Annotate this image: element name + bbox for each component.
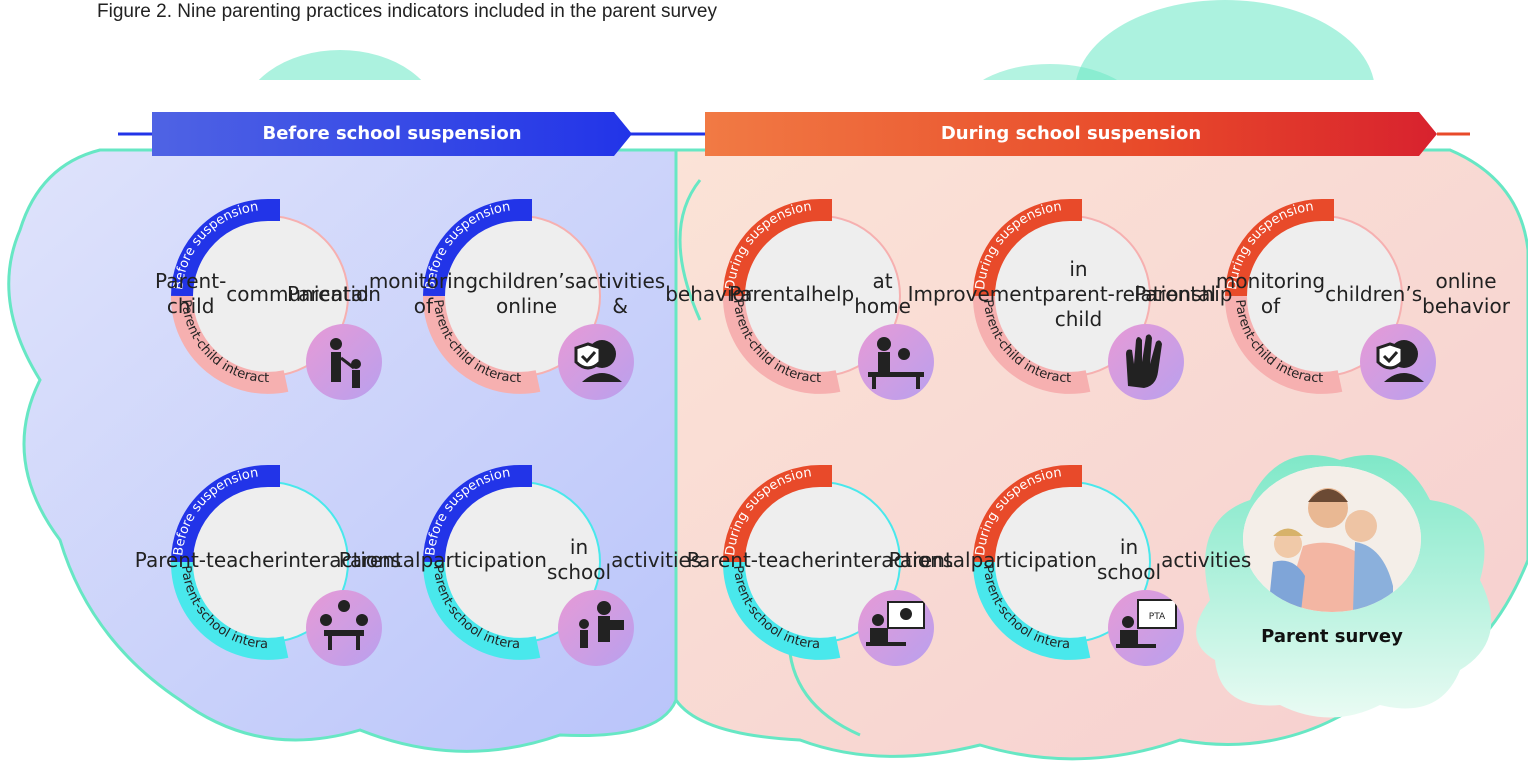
family-photo bbox=[1243, 466, 1421, 612]
family-photo-icon bbox=[1243, 466, 1421, 612]
parent-survey-label: Parent survey bbox=[1261, 626, 1403, 647]
video-call-icon bbox=[858, 590, 934, 666]
teacher-meeting-icon bbox=[306, 590, 382, 666]
online-pta-icon: PTA bbox=[1108, 590, 1184, 666]
banner-before-suspension: Before school suspension bbox=[152, 112, 632, 156]
parent-child-icon bbox=[306, 324, 382, 400]
shield-monitor-icon bbox=[1360, 324, 1436, 400]
shield-monitor-icon bbox=[558, 324, 634, 400]
homework-help-icon bbox=[858, 324, 934, 400]
school-activity-icon bbox=[558, 590, 634, 666]
hands-icon bbox=[1108, 324, 1184, 400]
figure-caption: Figure 2. Nine parenting practices indic… bbox=[97, 1, 717, 22]
banner-during-suspension: During school suspension bbox=[705, 112, 1437, 156]
svg-text:PTA: PTA bbox=[1149, 612, 1166, 622]
